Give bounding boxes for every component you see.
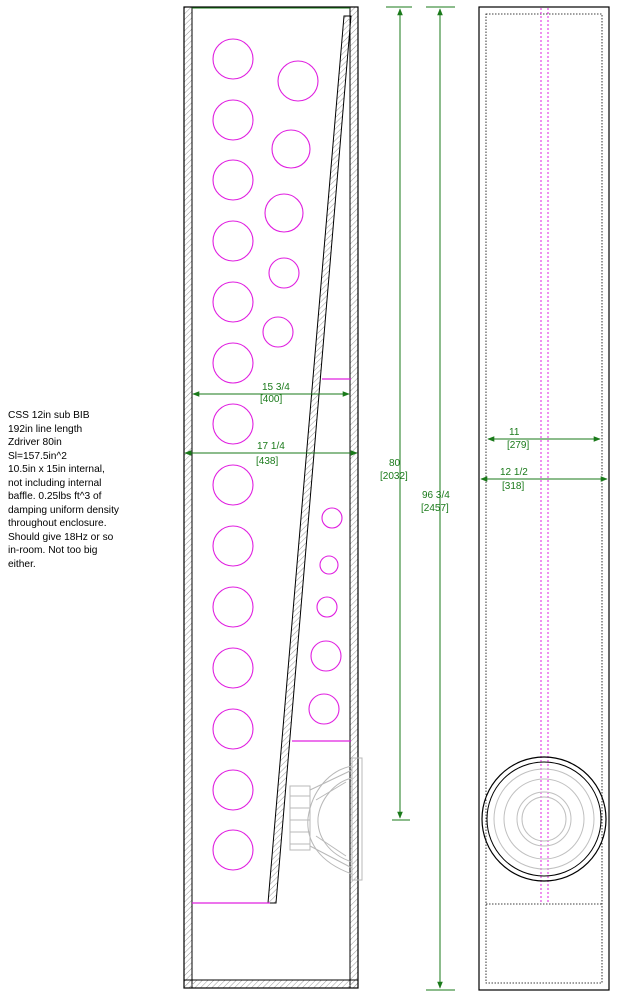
damping-circle xyxy=(319,555,339,575)
damping-circle xyxy=(212,647,254,689)
damping-circle xyxy=(321,507,343,529)
side-view: 11 [279] 12 1/2 [318] xyxy=(478,6,610,991)
driver-height-metric: [2032] xyxy=(380,471,408,482)
note-line: Sl=157.5in^2 xyxy=(8,450,67,462)
total-height-metric: [2457] xyxy=(421,503,449,514)
front-outline xyxy=(183,6,359,989)
front-right-wall xyxy=(349,6,359,989)
design-notes: CSS 12in sub BIB 192in line length Zdriv… xyxy=(8,409,180,571)
damping-circle xyxy=(268,257,300,289)
driver-front-view xyxy=(481,756,607,882)
damping-circle xyxy=(212,586,254,628)
damping-circle xyxy=(264,193,304,233)
note-line: not including internal xyxy=(8,477,102,489)
damping-circle xyxy=(212,403,254,445)
damping-circle xyxy=(212,281,254,323)
note-line: throughout enclosure. xyxy=(8,518,107,529)
damping-circle xyxy=(310,640,342,672)
note-line: Should give 18Hz or so xyxy=(8,531,114,543)
damping-circle xyxy=(308,693,340,725)
note-line: baffle. 0.25lbs ft^3 of xyxy=(8,491,102,502)
internal-baffle xyxy=(267,15,352,904)
note-line: Zdriver 80in xyxy=(8,437,62,448)
damping-circle xyxy=(212,769,254,811)
damping-circle xyxy=(212,220,254,262)
front-left-wall xyxy=(183,6,193,989)
front-bottom-wall xyxy=(183,979,359,989)
note-line: 10.5in x 15in internal, xyxy=(8,464,105,475)
damping-circle xyxy=(212,99,254,141)
damping-circle xyxy=(316,596,338,618)
side-inner-depth-imperial: 11 xyxy=(509,427,520,438)
damping-circle xyxy=(212,464,254,506)
side-inner-depth-metric: [279] xyxy=(507,440,529,451)
damping-circle xyxy=(212,708,254,750)
damping-circle xyxy=(271,129,311,169)
note-line: in-room. Not too big xyxy=(8,545,98,556)
note-line: CSS 12in sub BIB xyxy=(8,410,90,421)
inner-width-imperial: 15 3/4 xyxy=(262,382,290,393)
note-line: 192in line length xyxy=(8,423,83,435)
damping-circle xyxy=(212,159,254,201)
damping-circle xyxy=(277,60,319,102)
damping-circle xyxy=(212,38,254,80)
height-dimensions: 80 [2032] 96 3/4 [2457] xyxy=(380,6,455,991)
damping-circle xyxy=(212,525,254,567)
damping-circle xyxy=(212,342,254,384)
outer-width-metric: [438] xyxy=(256,456,278,467)
damping-circles-left xyxy=(212,38,254,871)
damping-circle xyxy=(262,316,294,348)
note-line: either. xyxy=(8,558,36,570)
side-inner-outline xyxy=(485,13,603,984)
driver-side-view xyxy=(289,757,363,881)
damping-circles-right xyxy=(262,60,343,725)
front-view: 15 3/4 [400] 17 1/4 [438] xyxy=(183,6,363,989)
side-outline xyxy=(478,6,610,991)
inner-width-metric: [400] xyxy=(260,394,282,405)
side-outer-depth-imperial: 12 1/2 xyxy=(500,467,528,478)
driver-height-imperial: 80 xyxy=(389,458,401,469)
note-line: damping uniform density xyxy=(8,504,119,516)
damping-circle xyxy=(212,829,254,871)
outer-width-imperial: 17 1/4 xyxy=(257,441,285,452)
total-height-imperial: 96 3/4 xyxy=(422,490,450,501)
side-outer-depth-metric: [318] xyxy=(502,481,524,492)
